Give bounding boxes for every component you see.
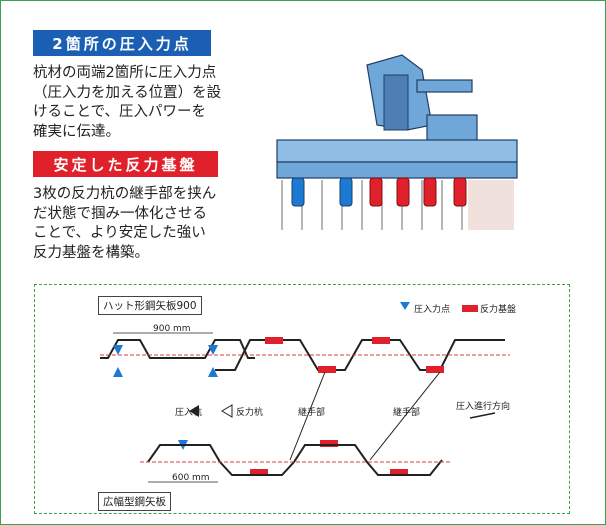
reaction-pile-label: 反力杭	[236, 408, 264, 418]
legend-press-icon	[400, 302, 410, 310]
wide-pile-label: 広幅型鋼矢板	[98, 492, 171, 511]
width-600-label: 600 mm	[172, 473, 210, 483]
direction-arrow-icon	[469, 412, 496, 419]
right-arrow-icon	[221, 404, 233, 418]
reaction-base-description: 3枚の反力杭の継手部を挟ん だ状態で掴み一体化させる ことで、より安定した強い …	[33, 185, 233, 263]
reaction-clamps	[369, 177, 467, 207]
press-points-description: 杭材の両端2箇所に圧入力点 （圧入力を加える位置）を設 けることで、圧入パワーを…	[33, 64, 233, 142]
joint-line-2	[369, 371, 441, 461]
heading-reaction-base: 安定した反力基盤	[33, 151, 218, 177]
legend-press-label: 圧入力点	[414, 305, 451, 315]
legend-reaction-icon	[462, 305, 478, 312]
text-line: 確実に伝達。	[33, 123, 120, 140]
pile-diagram-box	[34, 284, 570, 514]
reaction-marks	[250, 337, 444, 476]
text-line: けることで、圧入パワーを	[33, 104, 206, 120]
press-arrow-icons	[113, 345, 218, 450]
hat-pile-label: ハット形鋼矢板900	[98, 296, 202, 315]
press-machine-illustration	[276, 54, 518, 230]
pile-shade	[468, 180, 514, 230]
heading-press-points: 2箇所の圧入力点	[33, 30, 211, 56]
legend-reaction-label: 反力基盤	[480, 305, 517, 315]
press-clamps	[291, 177, 353, 207]
joint-line-1	[289, 371, 326, 461]
pressed-pile-label: 圧入杭	[175, 408, 203, 418]
left-arrow-icon	[189, 405, 199, 417]
text-line: 3枚の反力杭の継手部を挟ん	[33, 186, 217, 202]
hat-pile-profile	[100, 339, 255, 359]
direction-label: 圧入進行方向	[456, 402, 511, 412]
text-line: だ状態で掴み一体化させる	[33, 205, 207, 222]
joint-label-2: 継手部	[393, 408, 421, 418]
joint-label-1: 継手部	[298, 408, 326, 418]
width-900-label: 900 mm	[153, 324, 191, 334]
machine-arm	[416, 79, 473, 93]
text-line: 反力基盤を構築。	[33, 244, 149, 261]
text-line: 杭材の両端2箇所に圧入力点	[33, 65, 217, 81]
text-line: ことで、より安定した強い	[33, 225, 206, 241]
text-line: （圧入力を加える位置）を設	[33, 84, 222, 101]
